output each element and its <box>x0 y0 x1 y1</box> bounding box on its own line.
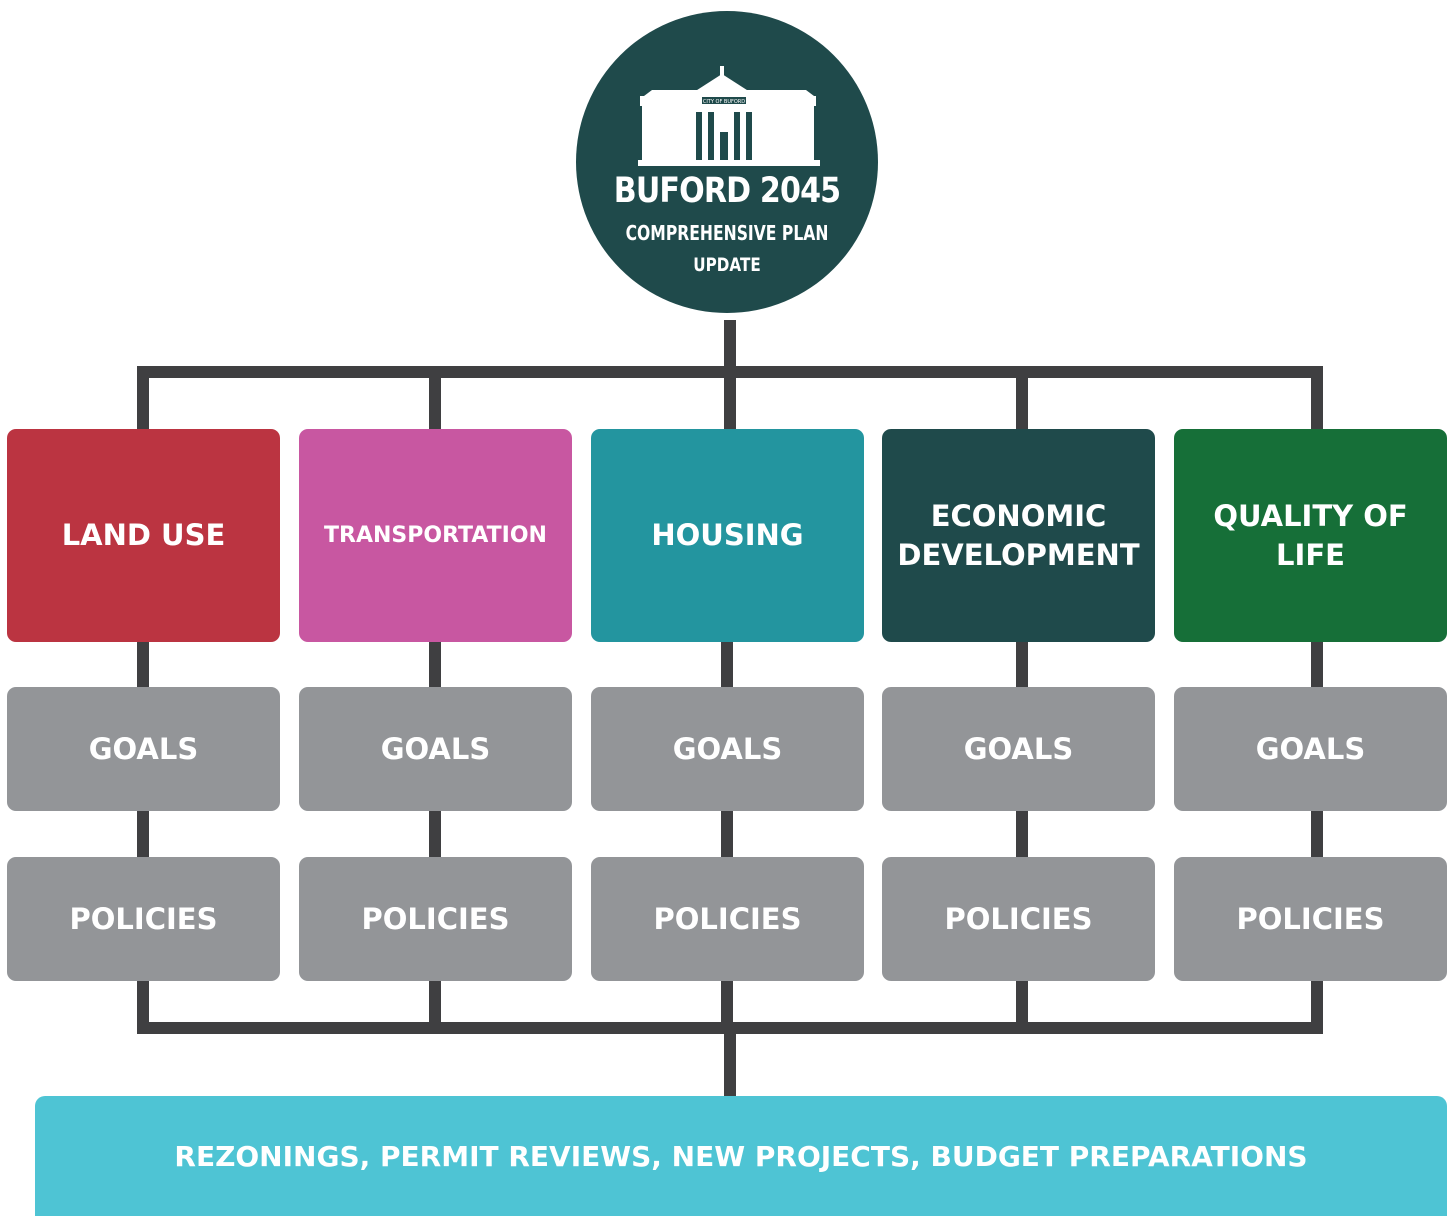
policies-box: POLICIES <box>299 857 572 981</box>
topic-land-use: LAND USE <box>7 429 280 642</box>
svg-text:CITY OF BUFORD: CITY OF BUFORD <box>703 99 745 105</box>
topic-transportation: TRANSPORTATION <box>299 429 572 642</box>
goals-box: GOALS <box>299 687 572 811</box>
policies-box: POLICIES <box>882 857 1155 981</box>
goals-box: GOALS <box>7 687 280 811</box>
goals-box: GOALS <box>1174 687 1447 811</box>
plan-update-label: UPDATE <box>693 254 761 276</box>
policies-box: POLICIES <box>7 857 280 981</box>
goals-box: GOALS <box>882 687 1155 811</box>
policies-box: POLICIES <box>591 857 864 981</box>
topic-housing: HOUSING <box>591 429 864 642</box>
outcomes-box: REZONINGS, PERMIT REVIEWS, NEW PROJECTS,… <box>35 1096 1447 1216</box>
city-hall-building-icon: CITY OF BUFORD <box>638 66 820 166</box>
plan-title: BUFORD 2045 <box>613 171 841 211</box>
topic-economic-development: ECONOMIC DEVELOPMENT <box>882 429 1155 642</box>
policies-box: POLICIES <box>1174 857 1447 981</box>
goals-box: GOALS <box>591 687 864 811</box>
plan-subtitle: COMPREHENSIVE PLAN <box>625 221 829 245</box>
buford-2045-logo: CITY OF BUFORD BUFORD 2045 COMPREHENSIVE… <box>576 11 878 313</box>
topic-quality-of-life: QUALITY OF LIFE <box>1174 429 1447 642</box>
